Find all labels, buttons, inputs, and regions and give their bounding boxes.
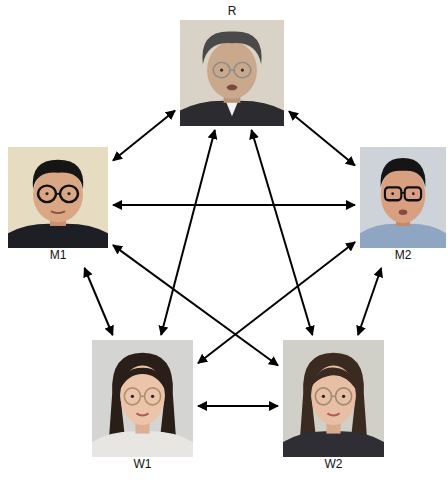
relation-arrow	[358, 268, 381, 335]
relation-arrow	[113, 245, 278, 365]
eye	[67, 192, 70, 195]
photo-area	[283, 340, 384, 457]
portrait-photo	[180, 20, 284, 126]
person-label: W2	[283, 457, 384, 472]
photo-background	[360, 147, 446, 248]
glasses-bridge	[401, 192, 404, 194]
glasses-lens	[234, 62, 251, 77]
jacket	[8, 224, 108, 248]
photo-background	[180, 20, 284, 126]
shirt	[226, 101, 238, 116]
top	[283, 431, 384, 457]
eye	[131, 395, 134, 398]
glasses-lens	[124, 388, 140, 405]
photo-area	[180, 19, 284, 125]
eye	[342, 395, 345, 398]
face	[120, 366, 164, 426]
relation-arrow	[198, 405, 278, 407]
glasses-lens	[315, 388, 331, 405]
glasses-lens	[336, 388, 352, 405]
glasses-bridge	[331, 396, 335, 398]
photo-background	[283, 340, 384, 457]
glasses-lens	[385, 187, 401, 200]
portrait-node: W1	[92, 340, 193, 472]
portrait-photo	[92, 340, 193, 457]
glasses-bridge	[56, 193, 60, 195]
face	[381, 166, 426, 223]
glasses-lens	[60, 186, 78, 203]
glasses-lens	[405, 187, 421, 200]
portrait-photo	[8, 147, 108, 248]
glasses-lens	[145, 388, 161, 405]
person-label: M2	[360, 248, 446, 263]
person-label: M1	[8, 248, 108, 263]
hair	[33, 160, 84, 189]
face	[311, 366, 355, 426]
fringe	[311, 367, 355, 388]
hair	[202, 31, 261, 64]
portrait-node: M1	[8, 147, 108, 263]
eye	[322, 395, 325, 398]
eye	[412, 192, 415, 195]
eye	[241, 69, 244, 72]
sweater	[92, 431, 193, 457]
relation-arrow	[289, 111, 355, 165]
relation-arrow	[113, 111, 175, 161]
mouth	[51, 211, 65, 213]
hair	[381, 158, 426, 187]
face	[207, 41, 257, 99]
eye	[220, 69, 223, 72]
relation-arrow	[113, 204, 355, 206]
photo-area	[8, 147, 108, 248]
fringe	[120, 368, 164, 389]
mouth	[327, 413, 339, 415]
eye	[391, 192, 394, 195]
mouth	[227, 85, 237, 91]
eye	[151, 395, 154, 398]
portrait-photo	[283, 340, 384, 457]
glasses-bridge	[230, 69, 234, 70]
photo-area	[360, 147, 446, 248]
mouth	[136, 413, 148, 415]
portrait-photo	[360, 147, 446, 248]
relation-arrow	[198, 242, 355, 363]
portrait-node: R	[180, 4, 284, 125]
photo-background	[8, 147, 108, 248]
relation-arrow	[161, 130, 215, 335]
shirt	[360, 224, 446, 248]
eye	[45, 192, 48, 195]
photo-background	[92, 340, 193, 457]
relation-arrow	[251, 130, 312, 335]
person-label: W1	[92, 457, 193, 472]
mouth	[399, 209, 408, 215]
glasses-lens	[213, 62, 230, 77]
photo-area	[92, 340, 193, 457]
person-label: R	[180, 4, 284, 19]
glasses-bridge	[140, 396, 144, 398]
relation-arrow	[84, 268, 112, 335]
suit	[180, 101, 284, 126]
portrait-node: M2	[360, 147, 446, 263]
glasses-lens	[38, 186, 56, 203]
portrait-node: W2	[283, 340, 384, 472]
